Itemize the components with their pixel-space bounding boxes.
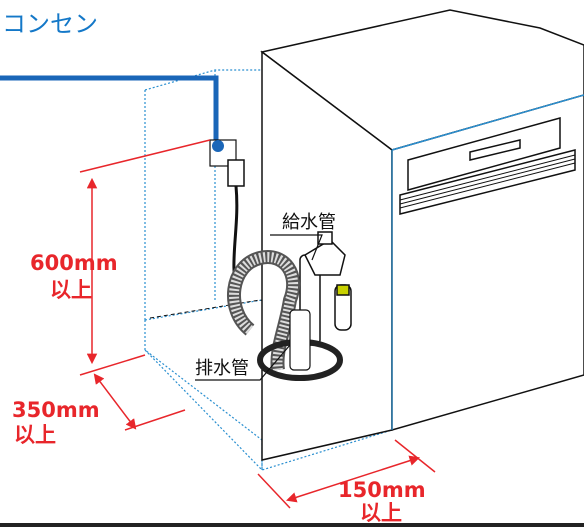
height-dimension: [79, 139, 211, 376]
height-value: 600mm: [30, 251, 118, 275]
dishwasher-top-edge: [391, 94, 584, 151]
depth-value: 350mm: [12, 398, 100, 422]
label-leaders: [195, 234, 323, 381]
width-value: 150mm: [338, 478, 426, 502]
width-suffix: 以上: [360, 501, 402, 525]
depth-dimension: [93, 373, 186, 431]
height-suffix: 以上: [50, 278, 92, 302]
width-dimension: [257, 439, 436, 509]
outlet-label: コンセン: [2, 10, 98, 38]
drain-pipe-label: 排水管: [195, 358, 249, 379]
dishwasher-stripes: [399, 154, 576, 209]
bottom-border: [0, 523, 584, 527]
electrical-conduit-pipe: [0, 75, 219, 145]
supply-pipe-label: 給水管: [282, 212, 336, 233]
depth-suffix: 以上: [14, 423, 56, 447]
drain-hose: [227, 250, 343, 381]
